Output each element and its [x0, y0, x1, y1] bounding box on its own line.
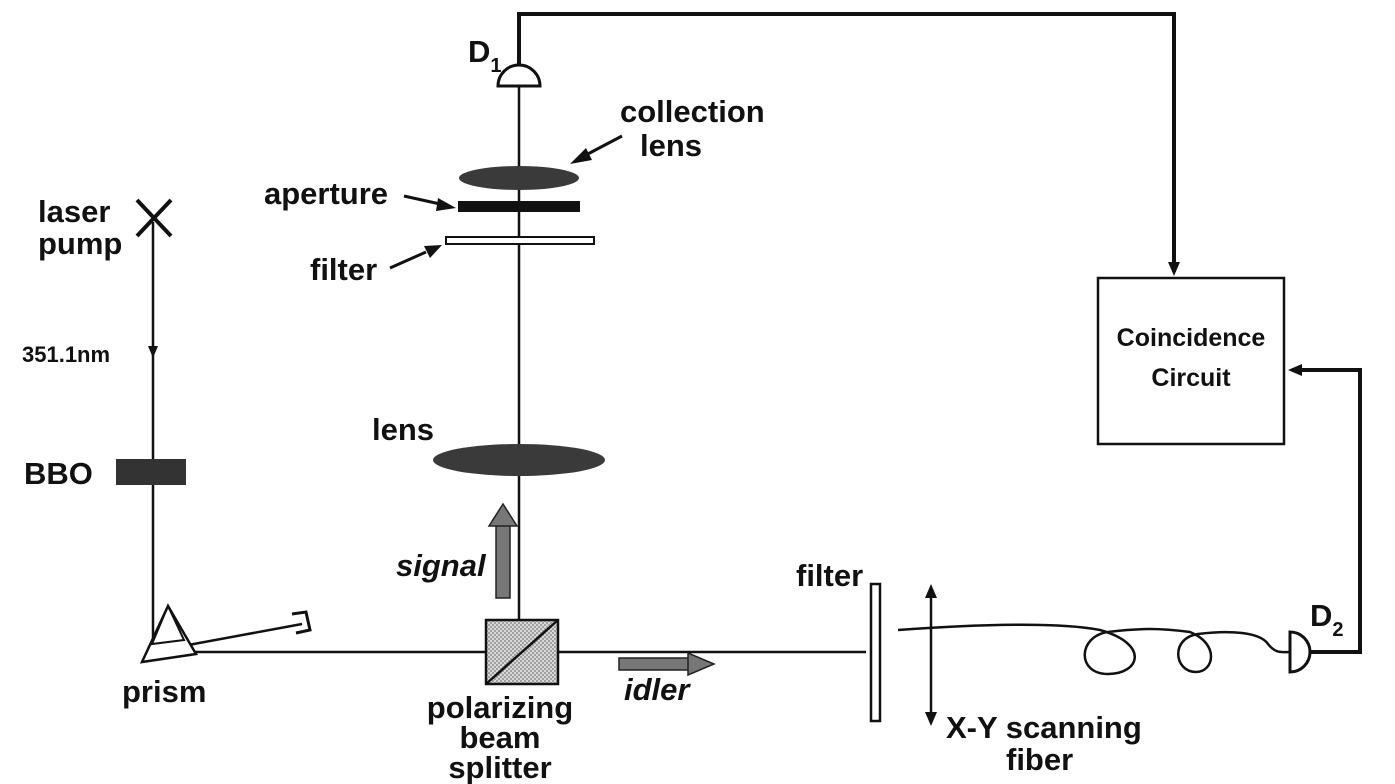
filter-right: [869, 582, 882, 723]
coincidence-circuit-box: [1096, 276, 1286, 446]
pbs-label-line3: splitter: [448, 750, 551, 784]
optical-fiber: [897, 623, 1291, 676]
d2-wire: [1292, 368, 1362, 654]
coincidence-label-line2: Circuit: [1151, 364, 1231, 392]
dump-beam-line: [171, 622, 303, 650]
idler-arrow-icon: [618, 651, 716, 677]
d1-detector-icon: [496, 63, 542, 88]
aperture-label: aperture: [264, 176, 388, 211]
idler-label: idler: [624, 672, 691, 707]
collection-lens: [459, 166, 579, 190]
laser-label-line1: laser: [38, 194, 110, 229]
lens-label: lens: [372, 412, 434, 447]
coincidence-label-line1: Coincidence: [1117, 324, 1266, 352]
d1-wire: [517, 12, 1176, 272]
wavelength-label: 351.1nm: [22, 342, 110, 367]
filter-top: [445, 236, 595, 245]
aperture-pointer-icon: [403, 194, 456, 211]
d2-detector-icon: [1288, 630, 1312, 674]
aperture: [458, 201, 580, 212]
beam-dump-icon: [291, 610, 312, 635]
collection-lens-label-line1: collection: [620, 94, 765, 129]
d2-wire-arrowhead: [1288, 364, 1302, 376]
pbs-label-line1: polarizing: [427, 690, 573, 725]
pbs-label-line2: beam: [460, 720, 541, 755]
scanning-label-line1: X-Y scanning: [946, 710, 1142, 745]
filter-right-label: filter: [796, 558, 863, 593]
filter-pointer-icon: [389, 245, 442, 270]
d2-label: D2: [1310, 598, 1344, 641]
signal-label: signal: [396, 548, 487, 583]
bbo-crystal: [116, 459, 186, 485]
prism-icon: [139, 603, 199, 664]
filter-top-label: filter: [310, 252, 377, 287]
prism-label: prism: [122, 674, 206, 709]
d1-wire-arrowhead: [1168, 262, 1180, 276]
collection-lens-pointer-icon: [570, 134, 623, 164]
xy-scan-double-arrow-icon: [925, 584, 937, 726]
collection-lens-label-line2: lens: [640, 128, 702, 163]
signal-arrow-icon: [487, 502, 519, 599]
bbo-label: BBO: [24, 456, 93, 491]
polarizing-beam-splitter-icon: [484, 618, 560, 686]
d1-label: D1: [468, 34, 502, 77]
focusing-lens: [433, 444, 605, 476]
beam-direction-arrow-icon: [148, 346, 158, 358]
laser-pump-icon: [135, 198, 173, 238]
scanning-label-line2: fiber: [1006, 742, 1073, 777]
laser-label-line2: pump: [38, 226, 122, 261]
